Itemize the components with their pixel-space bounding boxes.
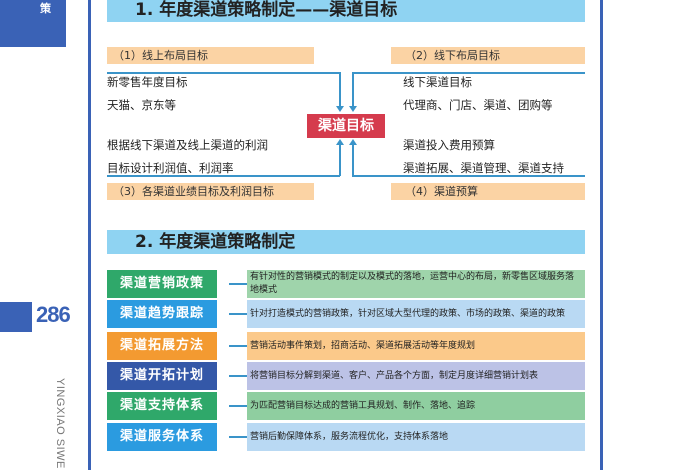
quadrant-1-line-2: 天猫、京东等 — [107, 98, 176, 112]
connector-line — [352, 175, 585, 177]
strategy-label: 渠道趋势跟踪 — [107, 300, 217, 328]
strategy-label: 渠道营销政策 — [107, 270, 217, 298]
quadrant-4-line-1: 渠道投入费用预算 — [403, 138, 495, 152]
connector-line — [107, 72, 340, 74]
quadrant-1-line-1: 新零售年度目标 — [107, 75, 188, 89]
strategy-label: 渠道开拓计划 — [107, 362, 217, 390]
strategy-label: 渠道支持体系 — [107, 392, 217, 420]
quadrant-3-heading: （3）各渠道业绩目标及利润目标 — [107, 183, 314, 200]
strategy-description: 营销活动事件策划，招商活动、渠道拓展活动等年度规划 — [247, 332, 585, 360]
channel-goal-box: 渠道目标 — [307, 114, 385, 138]
page-tab-decoration — [0, 302, 32, 332]
quadrant-4-line-2: 渠道拓展、渠道管理、渠道支持 — [403, 161, 564, 175]
strategy-description: 针对打造模式的营销政策，针对区域大型代理的政策、市场的政策、渠道的政策 — [247, 300, 585, 328]
corner-glyph: 策 — [40, 2, 51, 15]
arrow-up-icon — [336, 139, 344, 145]
frame-left-border — [88, 0, 91, 470]
strategy-row: 渠道趋势跟踪 针对打造模式的营销政策，针对区域大型代理的政策、市场的政策、渠道的… — [107, 300, 585, 328]
quadrant-1-heading: （1）线上布局目标 — [107, 47, 314, 64]
quadrant-2-line-2: 代理商、门店、渠道、团购等 — [403, 98, 553, 112]
strategy-row: 渠道拓展方法 营销活动事件策划，招商活动、渠道拓展活动等年度规划 — [107, 332, 585, 360]
strategy-description: 为匹配营销目标达成的营销工具规划、制作、落地、追踪 — [247, 392, 585, 420]
strategy-label: 渠道服务体系 — [107, 423, 217, 451]
connector-line — [339, 72, 341, 108]
connector-line — [352, 72, 585, 74]
connector-line — [352, 72, 354, 108]
arrow-down-icon — [349, 106, 357, 112]
quadrant-3-line-2: 目标设计利润值、利润率 — [107, 161, 234, 175]
frame-right-border — [600, 0, 603, 470]
quadrant-2-heading: （2）线下布局目标 — [391, 47, 585, 64]
strategy-label: 渠道拓展方法 — [107, 332, 217, 360]
strategy-row: 渠道支持体系 为匹配营销目标达成的营销工具规划、制作、落地、追踪 — [107, 392, 585, 420]
strategy-row: 渠道服务体系 营销后勤保障体系，服务流程优化，支持体系落地 — [107, 423, 585, 451]
connector-line — [107, 175, 340, 177]
section2-title: 2. 年度渠道策略制定 — [107, 230, 585, 254]
quadrant-3-line-1: 根据线下渠道及线上渠道的利润 — [107, 138, 268, 152]
strategy-description: 营销后勤保障体系，服务流程优化，支持体系落地 — [247, 423, 585, 451]
section1-title: 1. 年度渠道策略制定——渠道目标 — [107, 0, 585, 22]
page-number: 286 — [36, 302, 71, 327]
arrow-up-icon — [349, 139, 357, 145]
corner-decoration: 策 — [0, 0, 66, 47]
connector-line — [339, 144, 341, 176]
strategy-row: 渠道营销政策 有针对性的营销模式的制定以及模式的落地，运营中心的布局，新零售区域… — [107, 270, 585, 298]
vertical-caption: YINGXIAO SIWE — [54, 378, 66, 469]
connector-line — [352, 144, 354, 176]
strategy-description: 将营销目标分解到渠道、客户、产品各个方面，制定月度详细营销计划表 — [247, 362, 585, 390]
strategy-description: 有针对性的营销模式的制定以及模式的落地，运营中心的布局，新零售区域服务落地模式 — [247, 270, 585, 298]
quadrant-4-heading: （4）渠道预算 — [391, 183, 585, 200]
arrow-down-icon — [336, 106, 344, 112]
quadrant-2-line-1: 线下渠道目标 — [403, 75, 472, 89]
strategy-row: 渠道开拓计划 将营销目标分解到渠道、客户、产品各个方面，制定月度详细营销计划表 — [107, 362, 585, 390]
